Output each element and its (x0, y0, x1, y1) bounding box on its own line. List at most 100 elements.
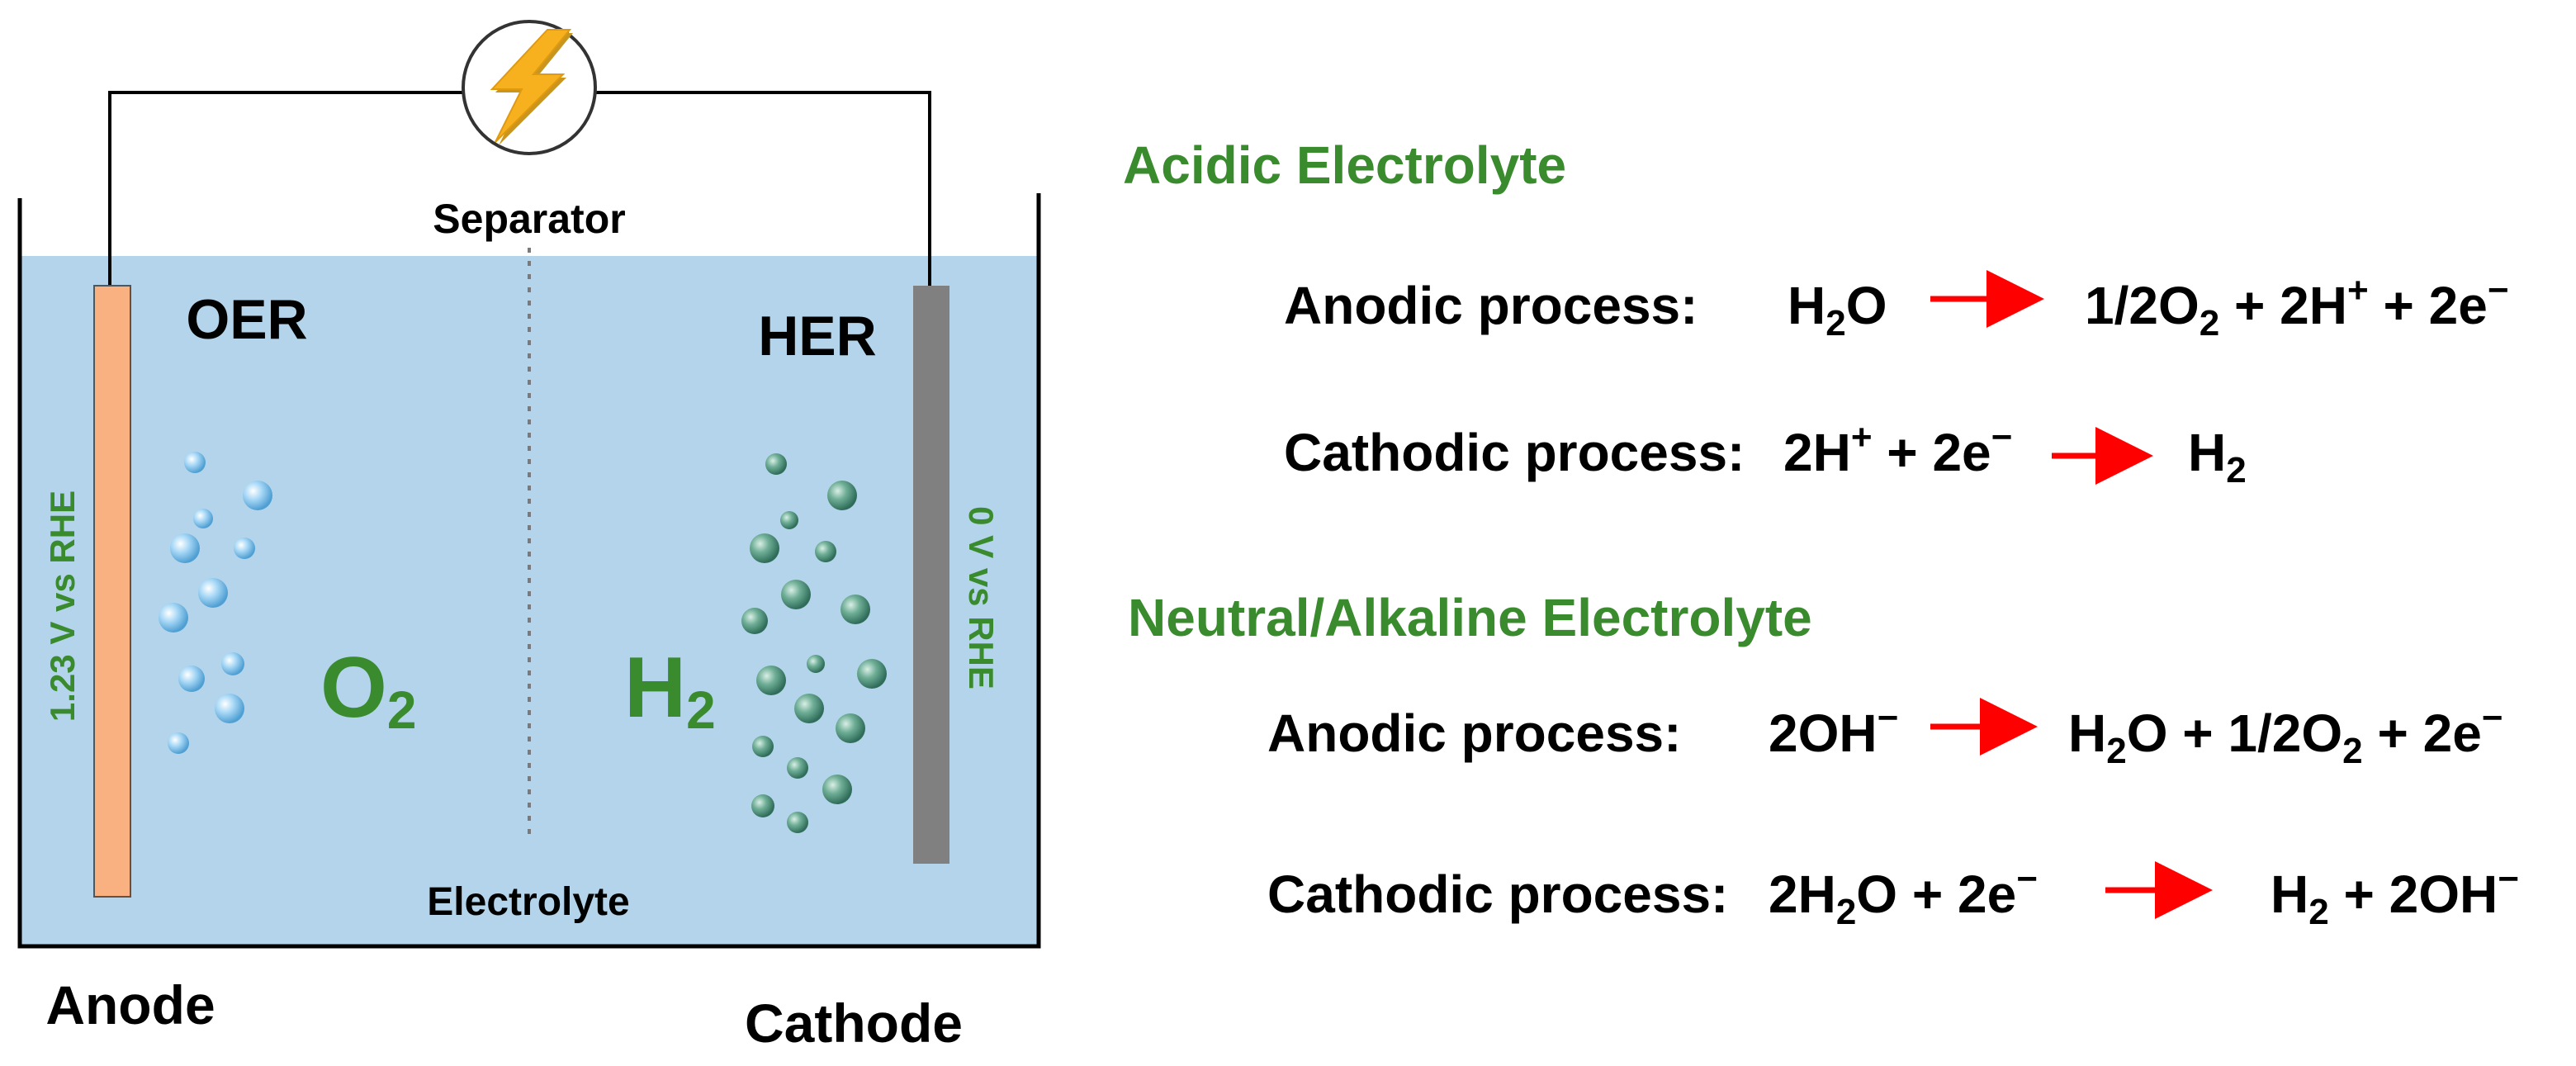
anode-electrode (93, 285, 131, 898)
formula-superscript: − (2488, 270, 2509, 310)
electrolyte-label: Electrolyte (427, 880, 629, 924)
cathode-label: Cathode (745, 993, 963, 1054)
formula-text: O + 2e (1856, 865, 2016, 924)
o2-bubble (215, 694, 244, 723)
h2-bubble (765, 453, 787, 475)
h2-bubble (807, 655, 825, 673)
alkaline-heading: Neutral/Alkaline Electrolyte (1128, 588, 1812, 647)
anode-potential-label: 1.23 V vs RHE (43, 490, 82, 722)
h2-bubble (756, 666, 786, 695)
cell-container (17, 193, 1041, 949)
o2-bubble (184, 452, 206, 473)
formula-superscript: + (1851, 417, 1873, 457)
formula-subscript: 2 (2226, 450, 2246, 490)
o2-bubble (198, 578, 228, 608)
alkaline-anodic-equation: Anodic process: 2OH− H2O + 1/2O2 + 2e− (1267, 698, 2503, 771)
formula-text: + 2e (1873, 423, 1991, 482)
cathode-electrode (913, 286, 949, 864)
formula-subscript: 2 (1825, 303, 1845, 343)
acidic-anodic-equation: Anodic process: H2O 1/2O2 + 2H+ + 2e− (1284, 270, 2509, 343)
o2-bubbles (159, 452, 272, 754)
formula-text: + 2OH (2329, 865, 2498, 924)
formula-text: H (2068, 704, 2106, 763)
alkaline-cathodic-equation: Cathodic process: 2H2O + 2e− H2 + 2OH− (1267, 859, 2519, 932)
formula-subscript: 2 (2200, 303, 2219, 343)
acidic-cathodic-product: H2 (2188, 423, 2247, 490)
formula-subscript: 2 (1836, 892, 1856, 932)
formula-superscript: − (1878, 698, 1899, 738)
h2-bubble (815, 541, 836, 562)
h2-bubble (751, 794, 774, 817)
alkaline-anodic-product: H2O + 1/2O2 + 2e− (2068, 698, 2503, 771)
formula-superscript: − (1991, 417, 2013, 457)
h2-bubble (750, 533, 779, 563)
h2-bubble (822, 775, 852, 804)
h2-bubble (780, 511, 798, 529)
acidic-anodic-label: Anodic process: (1284, 276, 1698, 335)
o2-bubble (168, 732, 189, 754)
acidic-cathodic-equation: Cathodic process: 2H+ + 2e− H2 (1284, 417, 2247, 490)
electrolyte-fill (20, 256, 1039, 946)
formula-text: H (1788, 276, 1825, 335)
alkaline-cathodic-label: Cathodic process: (1267, 865, 1728, 924)
her-label: HER (758, 305, 877, 367)
alkaline-anodic-reactant: 2OH− (1769, 698, 1898, 763)
o2-bubble (159, 603, 188, 632)
acidic-cathodic-label: Cathodic process: (1284, 423, 1745, 482)
power-source (462, 20, 597, 155)
h2-bubble (787, 812, 808, 833)
formula-subscript: 2 (2106, 731, 2126, 771)
wire-cathode (596, 91, 931, 289)
formula-superscript: − (2498, 859, 2519, 899)
alkaline-cathodic-reactant: 2H2O + 2e− (1769, 859, 2038, 932)
formula-text: 2OH (1769, 704, 1878, 763)
o2-label: O2 (320, 640, 417, 740)
h2-bubble (781, 580, 811, 609)
h2-bubble (841, 595, 870, 624)
electrolysis-cell: Separator Electrolyte OER HER O2 H2 1.23… (17, 20, 1041, 1054)
formula-superscript: + (2347, 270, 2369, 310)
h2-label: H2 (624, 640, 716, 740)
formula-text: H (2188, 423, 2226, 482)
h2-bubble (794, 694, 824, 723)
o2-bubble (234, 538, 255, 559)
formula-subscript: 2 (2308, 892, 2328, 932)
alkaline-anodic-label: Anodic process: (1267, 704, 1681, 763)
formula-subscript: 2 (2342, 731, 2362, 771)
acidic-anodic-product: 1/2O2 + 2H+ + 2e− (2085, 270, 2509, 343)
o2-bubble (221, 652, 244, 675)
h2-bubble (836, 713, 865, 743)
acidic-cathodic-reactant: 2H+ + 2e− (1783, 417, 2012, 482)
formula-text: + 2e (2369, 276, 2488, 335)
o2-bubble (170, 533, 200, 563)
formula-text: O (1846, 276, 1887, 335)
formula-text: 1/2O (2085, 276, 2200, 335)
anode-label: Anode (45, 974, 215, 1035)
h2-bubble (787, 757, 808, 779)
formula-text: + 2H (2219, 276, 2347, 335)
o2-bubble (193, 509, 213, 528)
acidic-anodic-reactant: H2O (1788, 276, 1887, 343)
h2-bubble (741, 608, 768, 634)
formula-superscript: − (2016, 859, 2038, 899)
formula-text: 2H (1783, 423, 1851, 482)
h2-bubble (827, 481, 857, 510)
lightning-bolt-icon (490, 29, 573, 145)
separator-label: Separator (433, 196, 625, 242)
h2-bubble (857, 659, 887, 689)
h2-bubble (752, 736, 774, 757)
wire-anode (108, 91, 462, 289)
formula-text: 2H (1769, 865, 1836, 924)
formula-text: H (2271, 865, 2308, 924)
formula-text: O + 1/2O (2127, 704, 2342, 763)
alkaline-cathodic-product: H2 + 2OH− (2271, 859, 2519, 932)
o2-bubble (243, 481, 272, 510)
h2-bubbles (741, 453, 887, 833)
equations-panel: Acidic Electrolyte Anodic process: H2O 1… (1123, 135, 2519, 932)
o2-bubble (178, 666, 205, 692)
cathode-potential-label: 0 V vs RHE (962, 506, 1001, 689)
acidic-heading: Acidic Electrolyte (1123, 135, 1566, 195)
formula-text: + 2e (2363, 704, 2482, 763)
formula-superscript: − (2482, 698, 2503, 738)
